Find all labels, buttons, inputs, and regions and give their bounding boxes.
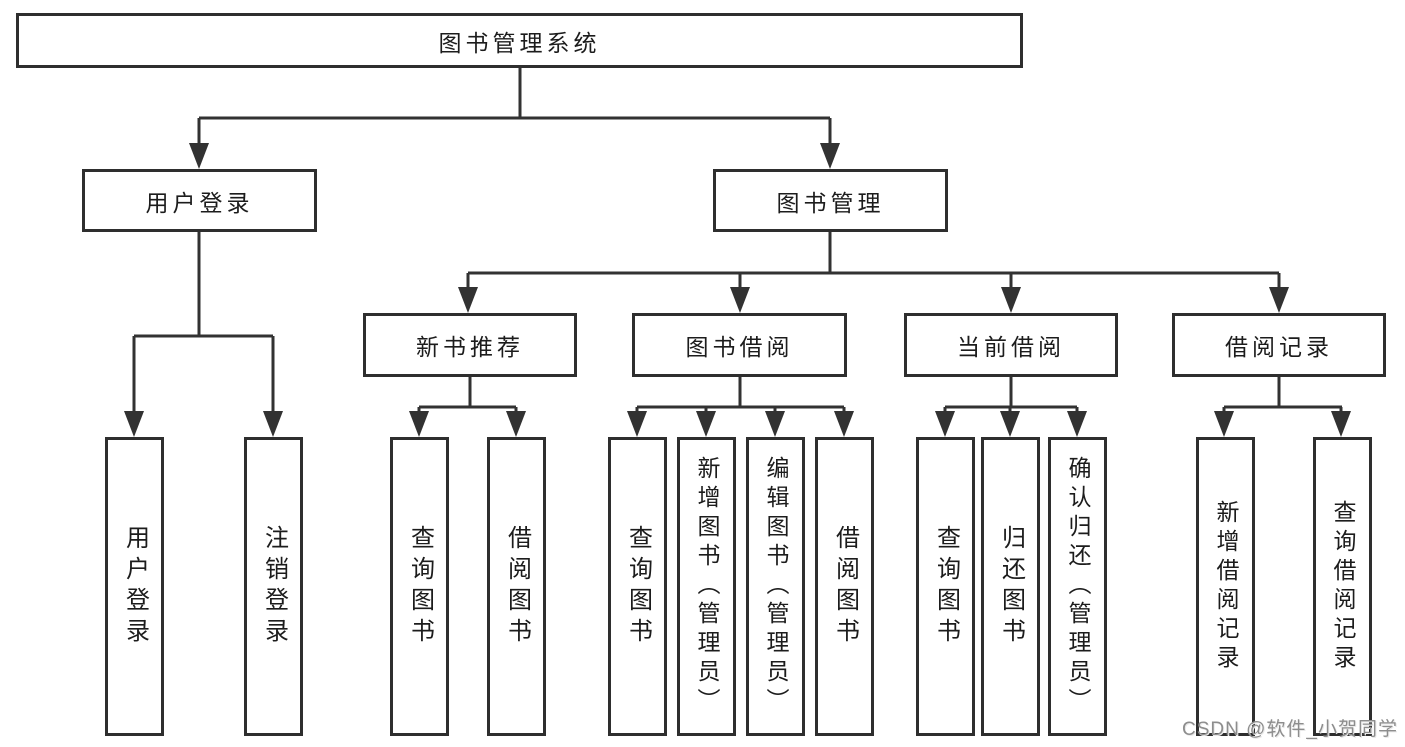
node-book-management: 图书管理 xyxy=(713,169,948,232)
node-bb-edit-book-admin: 编辑图书（管理员） xyxy=(746,437,805,736)
arrowhead-down-icon xyxy=(765,411,785,437)
node-cb-confirm-return-admin: 确认归还（管理员） xyxy=(1048,437,1107,736)
node-book-borrowing: 图书借阅 xyxy=(632,313,847,377)
arrowhead-down-icon xyxy=(1269,287,1289,313)
node-cb-query-book: 查询图书 xyxy=(916,437,975,736)
arrowhead-down-icon xyxy=(124,411,144,437)
node-borrowing-records: 借阅记录 xyxy=(1172,313,1386,377)
arrowhead-down-icon xyxy=(627,411,647,437)
node-user-login: 用户登录 xyxy=(82,169,317,232)
arrowhead-down-icon xyxy=(409,411,429,437)
node-nb-borrow-book: 借阅图书 xyxy=(487,437,546,736)
arrowhead-down-icon xyxy=(935,411,955,437)
node-br-add-record: 新增借阅记录 xyxy=(1196,437,1255,736)
arrowhead-down-icon xyxy=(696,411,716,437)
node-new-book-recommend: 新书推荐 xyxy=(363,313,577,377)
node-cb-return-book: 归还图书 xyxy=(981,437,1040,736)
node-user-login-op: 用户登录 xyxy=(105,437,164,736)
arrowhead-down-icon xyxy=(458,287,478,313)
node-logout-op: 注销登录 xyxy=(244,437,303,736)
arrowhead-down-icon xyxy=(834,411,854,437)
node-nb-query-book: 查询图书 xyxy=(390,437,449,736)
node-bb-query-book: 查询图书 xyxy=(608,437,667,736)
arrowhead-down-icon xyxy=(1067,411,1087,437)
arrowhead-down-icon xyxy=(263,411,283,437)
arrowhead-down-icon xyxy=(1000,411,1020,437)
arrowhead-down-icon xyxy=(1331,411,1351,437)
arrowhead-down-icon xyxy=(1001,287,1021,313)
node-br-query-record: 查询借阅记录 xyxy=(1313,437,1372,736)
arrowhead-down-icon xyxy=(820,143,840,169)
node-library-management-system: 图书管理系统 xyxy=(16,13,1023,68)
arrowhead-down-icon xyxy=(730,287,750,313)
arrowhead-down-icon xyxy=(506,411,526,437)
node-bb-add-book-admin: 新增图书（管理员） xyxy=(677,437,736,736)
node-bb-borrow-book: 借阅图书 xyxy=(815,437,874,736)
arrowhead-down-icon xyxy=(1214,411,1234,437)
watermark: CSDN @软件_小贺同学 xyxy=(1182,719,1398,740)
arrowhead-down-icon xyxy=(189,143,209,169)
node-current-borrowing: 当前借阅 xyxy=(904,313,1118,377)
